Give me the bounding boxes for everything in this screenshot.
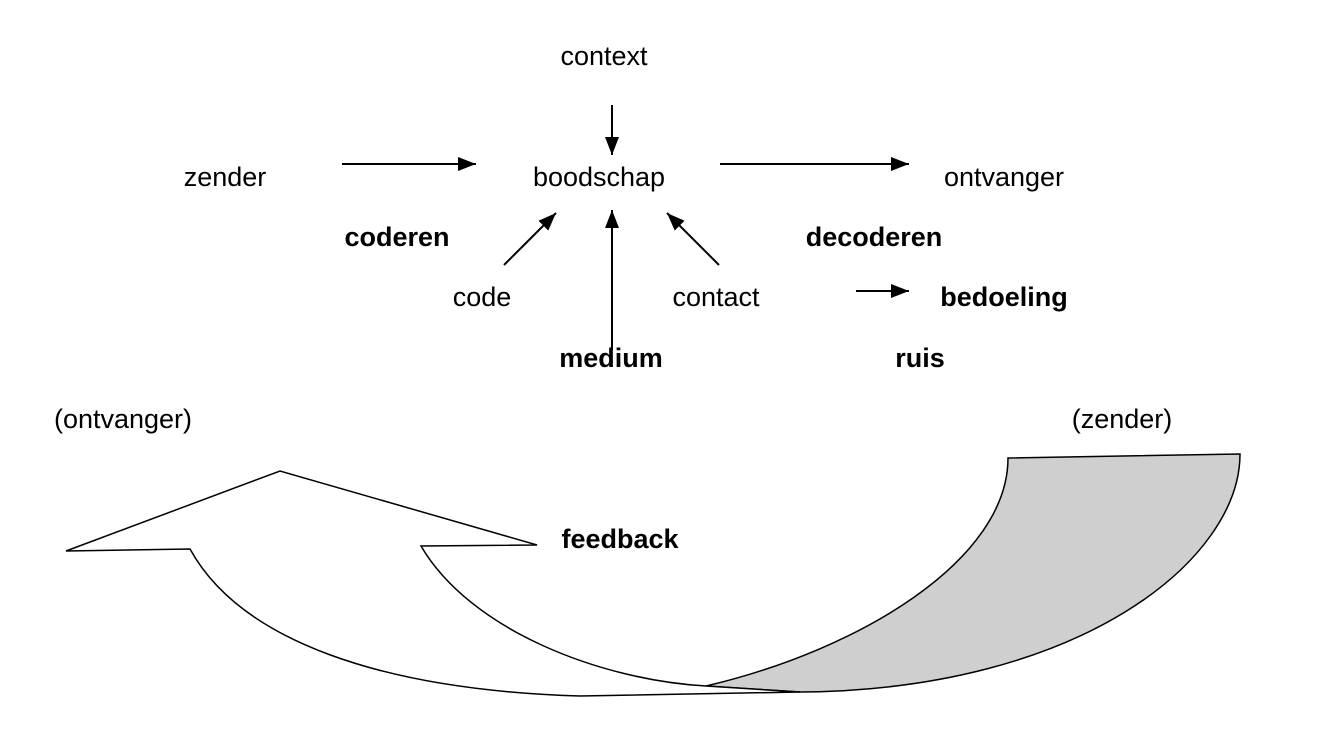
- label-decoderen: decoderen: [806, 222, 943, 252]
- arrow-code-to-boodschap: [503, 212, 557, 266]
- label-zender: zender: [184, 162, 267, 192]
- label-coderen: coderen: [344, 222, 449, 252]
- feedback-arrow-back: [705, 453, 1241, 693]
- label-ontvanger: ontvanger: [944, 162, 1064, 192]
- label-bedoeling: bedoeling: [940, 282, 1068, 312]
- feedback-arrow-front: [65, 470, 801, 697]
- label-ruis: ruis: [895, 343, 945, 373]
- label-boodschap: boodschap: [533, 162, 665, 192]
- label-context: context: [560, 41, 648, 71]
- label-contact: contact: [672, 282, 760, 312]
- label-feedback: feedback: [561, 524, 679, 554]
- label-medium: medium: [559, 343, 663, 373]
- label-code: code: [453, 282, 512, 312]
- label-ontvanger-feedback: (ontvanger): [54, 404, 192, 434]
- label-zender-feedback: (zender): [1072, 404, 1173, 434]
- arrow-contact-to-boodschap: [666, 212, 720, 266]
